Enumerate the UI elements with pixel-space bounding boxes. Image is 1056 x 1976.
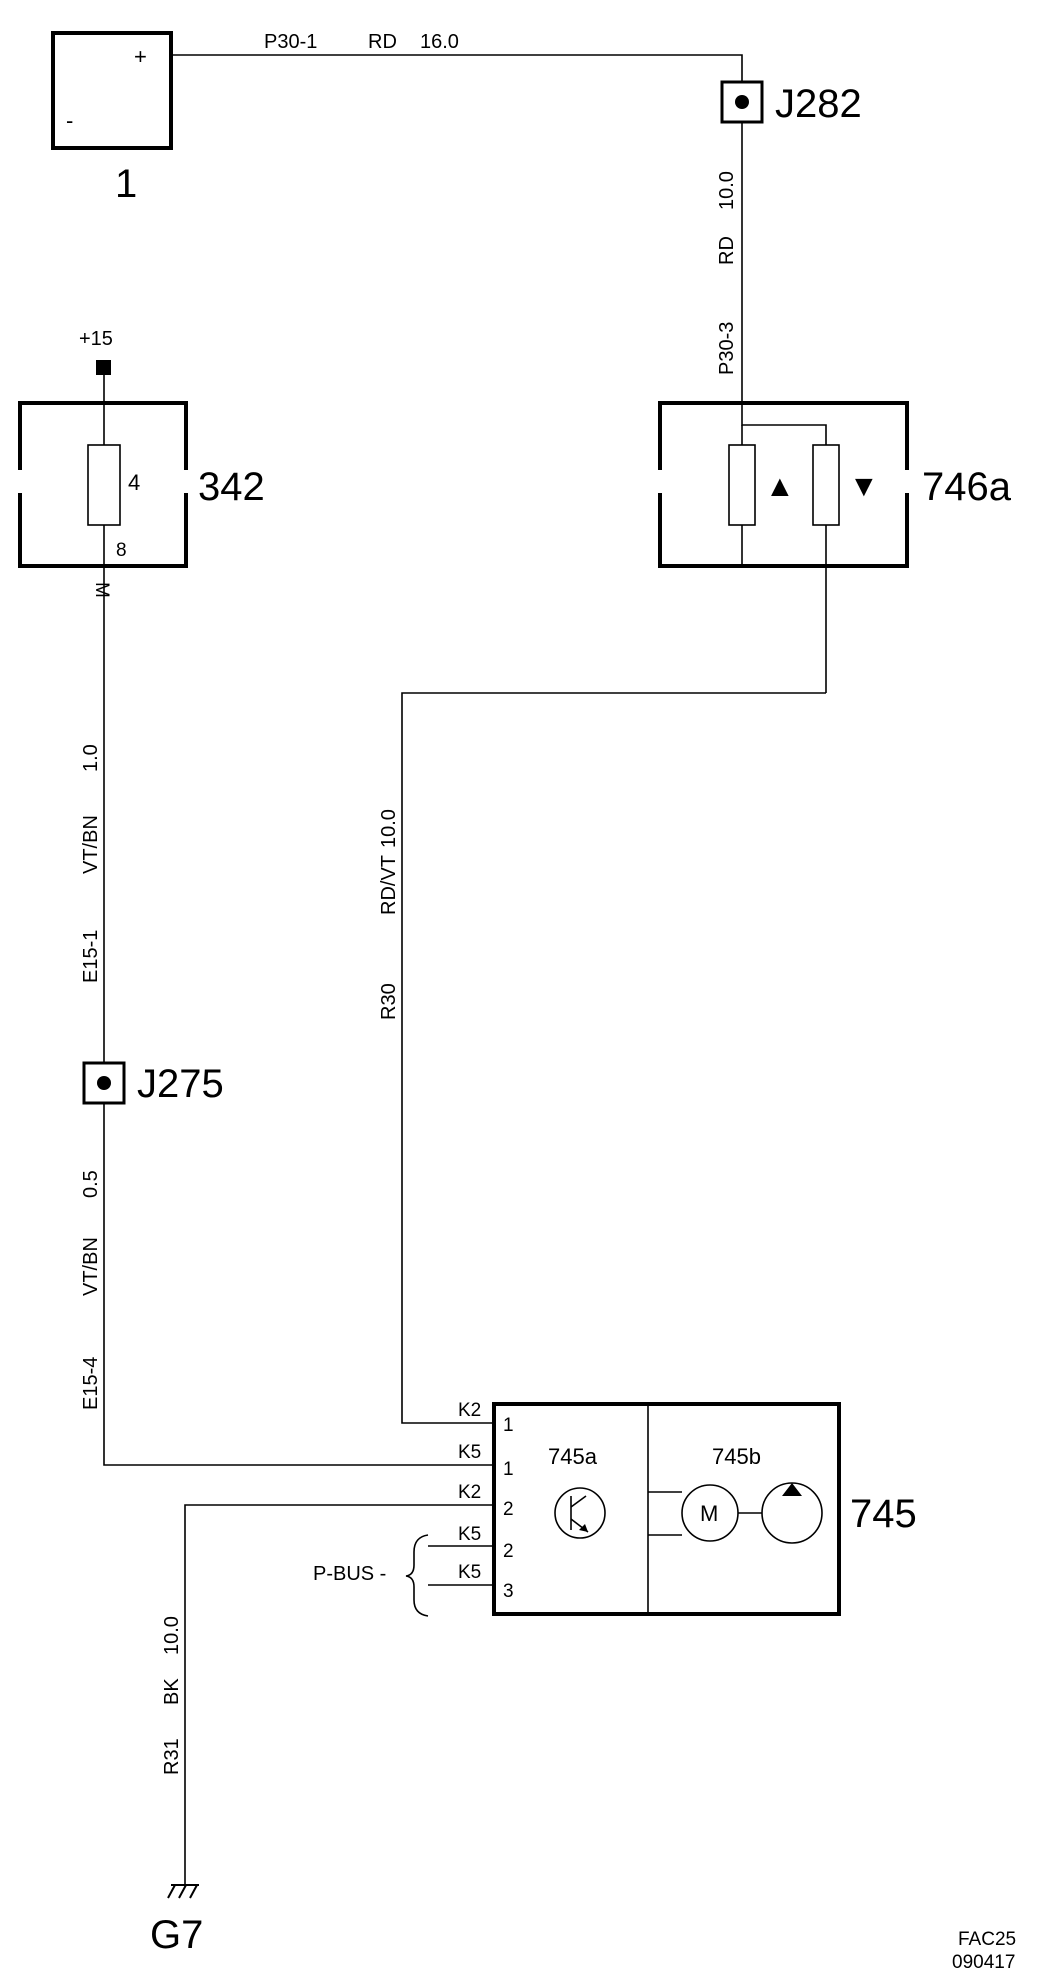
pump-label: 745b	[712, 1444, 761, 1469]
p-bus-label: P-BUS -	[313, 1563, 386, 1585]
footer-date: 090417	[952, 1952, 1015, 1973]
fuse-4	[87, 444, 121, 526]
pump-icon	[761, 1482, 823, 1544]
wire-p30-3-color: RD	[716, 236, 738, 265]
motor-mount	[648, 1491, 682, 1536]
wire-p30-3-circuit: P30-3	[716, 322, 738, 375]
battery-minus-terminal: -	[66, 108, 73, 133]
pin-2-b: 2	[503, 1541, 514, 1562]
wire-p30-1-circuit: P30-1	[264, 31, 317, 53]
battery-plus-terminal: +	[134, 44, 147, 69]
switch-746a[interactable]: ▲ ▼	[658, 401, 909, 693]
pin-1-b: 1	[503, 1459, 514, 1480]
splice-j282[interactable]	[720, 80, 764, 124]
fuse-number: 4	[128, 470, 140, 495]
pump-unit-745[interactable]: 1 1 2 2 3 745a 745b M	[492, 1402, 841, 1616]
supply-label: +15	[79, 328, 113, 350]
switch-up-arrow-icon: ▲	[765, 470, 795, 503]
switch-down-contact	[812, 444, 840, 526]
wire-switch-to-module	[401, 692, 826, 1424]
wire-j275-to-module	[103, 1103, 492, 1466]
wire-r31-circuit: R31	[161, 1738, 183, 1775]
fuse-pin: 8	[116, 540, 127, 561]
connector-label-k2-a: K2	[458, 1400, 481, 1421]
battery[interactable]: + -	[51, 31, 173, 150]
wire-e15-1-color: VT/BN	[80, 815, 102, 874]
control-module-label: 745a	[548, 1444, 598, 1469]
connector-label-k2-b: K2	[458, 1482, 481, 1503]
pump-unit-id: 745	[850, 1492, 917, 1536]
fuse-box-id: 342	[198, 465, 265, 509]
supply-terminal	[96, 360, 111, 375]
battery-id: 1	[115, 162, 137, 206]
switch-up-contact	[728, 444, 756, 526]
pin-3: 3	[503, 1581, 514, 1602]
wire-r30-size: 10.0	[378, 809, 400, 848]
splice-j282-label: J282	[775, 82, 862, 126]
wire-e15-1-circuit: E15-1	[80, 930, 102, 983]
connector-label-k5-b: K5	[458, 1524, 481, 1545]
ground-id: G7	[150, 1913, 203, 1957]
wire-r30-color: RD/VT	[378, 855, 400, 915]
wire-module-to-ground	[184, 1504, 492, 1885]
pin-2-a: 2	[503, 1499, 514, 1520]
wire-p30-3-size: 10.0	[716, 171, 738, 210]
splice-j275[interactable]	[82, 1061, 126, 1105]
wire-battery-to-j282	[171, 54, 743, 104]
pin-1-a: 1	[503, 1415, 514, 1436]
wire-p30-1-size: 16.0	[420, 31, 459, 53]
fuse-box-342[interactable]: 4 8	[18, 401, 188, 568]
wire-e15-1-size: 1.0	[80, 744, 102, 772]
wire-r31-color: BK	[161, 1678, 183, 1705]
wire-p30-1-color: RD	[368, 31, 397, 53]
motor-label: M	[700, 1501, 718, 1526]
connector-label-k5-a: K5	[458, 1442, 481, 1463]
switch-id: 746a	[922, 465, 1012, 509]
footer-code: FAC25	[958, 1929, 1016, 1950]
motor-icon: M	[681, 1484, 739, 1542]
p-bus-brace	[405, 1534, 429, 1617]
splice-j275-label: J275	[137, 1062, 224, 1106]
wire-e15-4-circuit: E15-4	[80, 1357, 102, 1410]
switch-down-arrow-icon: ▼	[849, 470, 879, 503]
wire-e15-4-color: VT/BN	[80, 1237, 102, 1296]
transistor-icon	[554, 1487, 606, 1539]
ground-icon	[167, 1884, 199, 1899]
wire-e15-4-size: 0.5	[80, 1170, 102, 1198]
connector-label-k5-c: K5	[458, 1562, 481, 1583]
wire-fuse-mark: M	[91, 582, 112, 598]
wire-r31-size: 10.0	[161, 1616, 183, 1655]
wire-r30-circuit: R30	[378, 983, 400, 1020]
